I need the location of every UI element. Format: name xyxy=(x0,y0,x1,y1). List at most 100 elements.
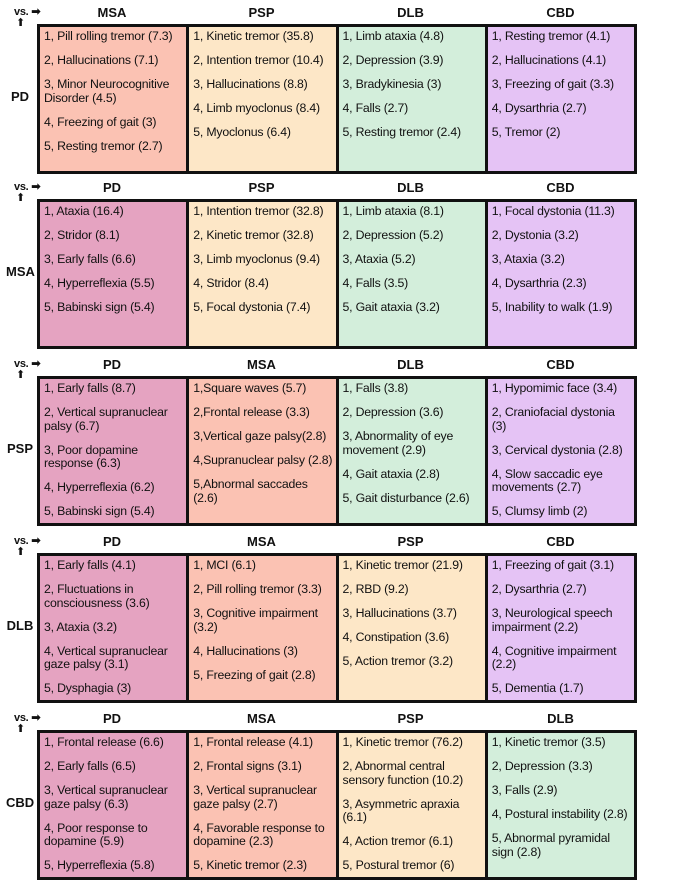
column-header: CBD xyxy=(546,5,575,20)
feature-item: 5, Dysphagia (3) xyxy=(44,681,132,695)
up-arrow-icon: ⬆ xyxy=(16,723,26,735)
feature-item: 3, Minor Neurocognitive Disorder (4.5) xyxy=(44,77,170,105)
feature-item: 1, Frontal release (6.6) xyxy=(44,735,164,749)
feature-item: 2, Stridor (8.1) xyxy=(44,228,120,242)
feature-item: 5, Hyperreflexia (5.8) xyxy=(44,858,155,872)
feature-item: 5, Abnormal pyramidal sign (2.8) xyxy=(491,831,610,859)
up-arrow-icon: ⬆ xyxy=(16,369,26,381)
column-header: PSP xyxy=(248,180,275,195)
feature-item: 4, Vertical supranuclear gaze palsy (3.1… xyxy=(44,643,168,671)
vs-text: vs. xyxy=(14,535,29,547)
column-header: DLB xyxy=(397,357,424,372)
feature-item: 2, Depression (3.3) xyxy=(491,759,593,773)
column-header: PD xyxy=(102,180,122,195)
column-header: CBD xyxy=(546,534,575,549)
comparison-grid: 1, Early falls (4.1)2, Fluctuations in c… xyxy=(37,553,637,703)
feature-cell-pd: 1, Frontal release (6.6)2, Early falls (… xyxy=(40,733,187,877)
row-label: PSP xyxy=(6,441,33,456)
feature-item: 3, Bradykinesia (3) xyxy=(342,77,442,91)
feature-item: 3, Abnormality of eye movement (2.9) xyxy=(342,429,454,457)
feature-item: 1,Square waves (5.7) xyxy=(193,381,307,395)
right-arrow-icon: ➡ xyxy=(31,181,41,193)
feature-cell-pd: 1, Ataxia (16.4)2, Stridor (8.1)3, Early… xyxy=(40,202,187,346)
column-header: DLB xyxy=(397,5,424,20)
feature-cell-dlb: 1, Limb ataxia (4.8)2, Depression (3.9)3… xyxy=(338,27,485,171)
feature-item: 3, Hallucinations (3.7) xyxy=(342,606,458,620)
feature-item: 2, Fluctuations in consciousness (3.6) xyxy=(44,582,150,610)
feature-item: 5, Focal dystonia (7.4) xyxy=(193,300,311,314)
feature-item: 4, Poor response to dopamine (5.9) xyxy=(44,820,148,848)
feature-item: 3, Neurological speech impairment (2.2) xyxy=(491,606,613,634)
feature-item: 1, Falls (3.8) xyxy=(342,381,409,395)
feature-item: 3, Freezing of gait (3.3) xyxy=(491,77,614,91)
vs-text: vs. xyxy=(14,6,29,18)
feature-item: 1, Focal dystonia (11.3) xyxy=(491,204,615,218)
feature-item: 4,Supranuclear palsy (2.8) xyxy=(193,453,333,467)
feature-item: 5, Gait disturbance (2.6) xyxy=(342,490,470,505)
feature-item: 5, Postural tremor (6) xyxy=(342,858,455,872)
column-header: MSA xyxy=(97,5,127,20)
feature-item: 1, Freezing of gait (3.1) xyxy=(491,558,614,572)
feature-item: 4, Constipation (3.6) xyxy=(342,630,450,644)
feature-item: 5, Dementia (1.7) xyxy=(491,681,584,695)
column-header: PD xyxy=(102,534,122,549)
feature-cell-cbd: 1, Focal dystonia (11.3) 2, Dystonia (3.2… xyxy=(487,202,634,346)
right-arrow-icon: ➡ xyxy=(31,358,41,370)
feature-item: 5, Babinski sign (5.4) xyxy=(44,504,155,518)
feature-item: 4, Falls (2.7) xyxy=(342,101,409,115)
column-header: PSP xyxy=(397,534,424,549)
feature-item: 1, Intention tremor (32.8) xyxy=(193,204,324,218)
column-header: PSP xyxy=(397,711,424,726)
column-header: DLB xyxy=(547,711,574,726)
feature-cell-psp: 1, Kinetic tremor (21.9)2, RBD (9.2)3, H… xyxy=(338,556,485,700)
feature-item: 1, Limb ataxia (4.8) xyxy=(342,29,444,43)
feature-cell-cbd: 1, Hypomimic face (3.4)2, Craniofacial d… xyxy=(487,379,634,523)
feature-item: 5, Inability to walk (1.9) xyxy=(491,300,613,314)
column-header: CBD xyxy=(546,357,575,372)
feature-cell-dlb: 1, Kinetic tremor (3.5) 2, Depression (3.… xyxy=(487,733,634,877)
feature-item: 3, Vertical supranuclear gaze palsy (2.7… xyxy=(193,783,317,811)
feature-item: 3, Ataxia (5.2) xyxy=(342,252,416,266)
feature-item: 5, Resting tremor (2.7) xyxy=(44,138,163,153)
feature-item: 4, Hyperreflexia (5.5) xyxy=(44,276,155,290)
feature-item: 3, Cervical dystonia (2.8) xyxy=(491,442,623,457)
feature-item: 3, Ataxia (3.2) xyxy=(44,619,117,634)
feature-item: 5, Clumsy limb (2) xyxy=(491,504,588,518)
feature-item: 4, Hallucinations (3) xyxy=(193,643,298,658)
feature-item: 3, Early falls (6.6) xyxy=(44,252,136,266)
comparison-grid: 1, Pill rolling tremor (7.3) 2, Hallucina… xyxy=(37,24,637,174)
feature-cell-dlb: 1, Falls (3.8)2, Depression (3.6)3, Abno… xyxy=(338,379,485,523)
feature-item: 5,Abnormal saccades (2.6) xyxy=(193,477,308,505)
feature-item: 2, Kinetic tremor (32.8) xyxy=(193,228,314,242)
feature-item: 2, Vertical supranuclear palsy (6.7) xyxy=(44,405,168,433)
feature-item: 3, Limb myoclonus (9.4) xyxy=(193,252,320,266)
feature-item: 2, RBD (9.2) xyxy=(342,582,409,596)
vs-label: vs.➡ xyxy=(14,180,41,193)
feature-item: 2, Depression (5.2) xyxy=(342,228,444,242)
feature-item: 2, Abnormal central sensory function (10… xyxy=(342,759,464,787)
feature-item: 4, Limb myoclonus (8.4) xyxy=(193,101,320,115)
feature-item: 1, Kinetic tremor (35.8) xyxy=(193,29,314,43)
feature-item: 1, MCI (6.1) xyxy=(193,558,256,572)
right-arrow-icon: ➡ xyxy=(31,535,41,547)
feature-item: 4, Dysarthria (2.3) xyxy=(491,276,587,290)
column-header: DLB xyxy=(397,180,424,195)
column-header: MSA xyxy=(247,534,276,549)
feature-item: 2, Dystonia (3.2) xyxy=(491,228,579,242)
feature-item: 2, Hallucinations (4.1) xyxy=(491,53,607,67)
column-header: PD xyxy=(102,711,122,726)
feature-item: 1, Kinetic tremor (3.5) xyxy=(491,735,606,749)
feature-item: 3, Cognitive impairment (3.2) xyxy=(193,606,318,634)
feature-item: 2, Intention tremor (10.4) xyxy=(193,53,324,67)
feature-item: 5, Freezing of gait (2.8) xyxy=(193,667,316,682)
feature-item: 2, Pill rolling tremor (3.3) xyxy=(193,582,322,596)
feature-item: 1, Pill rolling tremor (7.3) xyxy=(44,29,173,43)
feature-item: 5, Tremor (2) xyxy=(491,125,561,139)
column-header: MSA xyxy=(247,711,276,726)
column-header: PD xyxy=(102,357,122,372)
comparison-grid: 1, Early falls (8.7)2, Vertical supranuc… xyxy=(37,376,637,526)
row-label: DLB xyxy=(6,618,34,633)
